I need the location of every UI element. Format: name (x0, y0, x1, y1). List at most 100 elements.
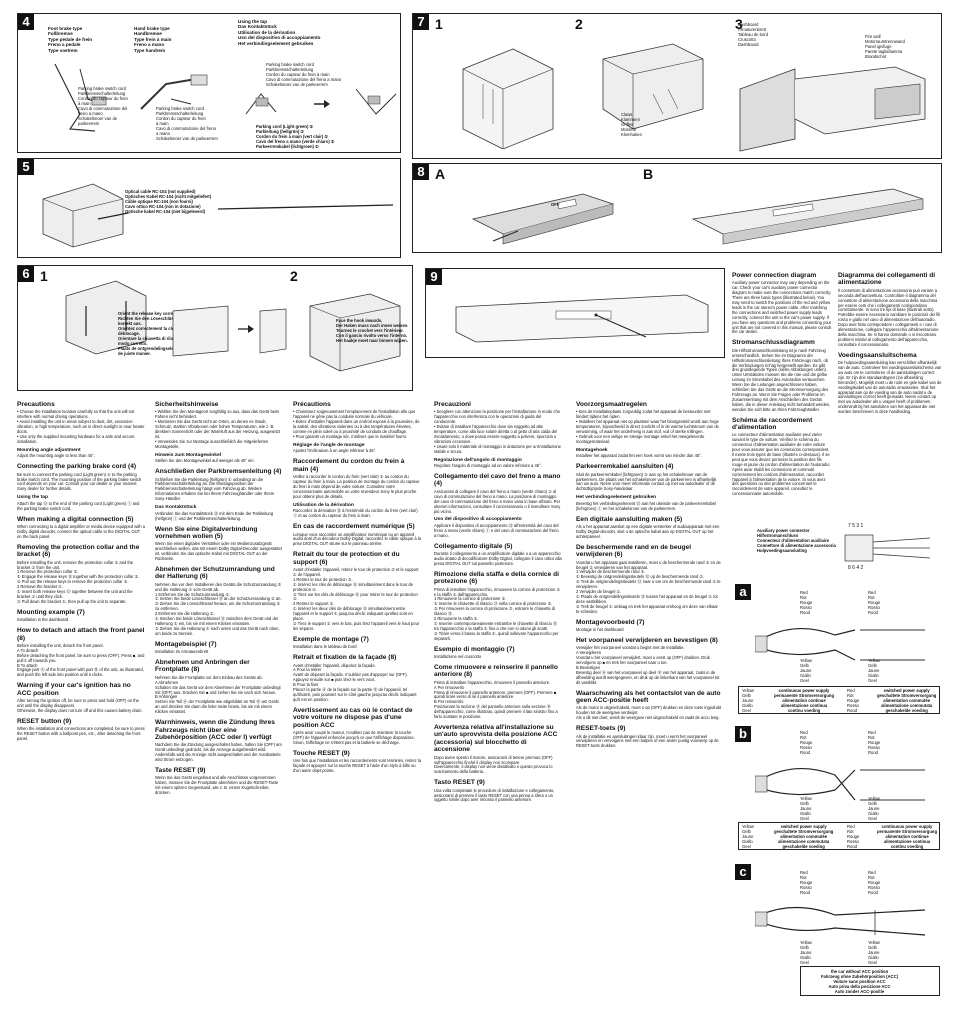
heading-angle: Hinweis zum Montagewinkel (155, 452, 222, 458)
heading-front: Come rimuovere e reinserire il pannello … (434, 663, 558, 679)
text-reset: Una volta completate le procedure di ins… (434, 787, 555, 803)
text-reset: Une fois que l'installation et les racco… (293, 758, 421, 773)
heading-digital: En cas de raccordement numérique (5) (293, 523, 415, 531)
switch-cord-foot-label: Parking brake switch cord Parkbremsschal… (78, 86, 128, 126)
diagram-a-label: a (735, 584, 751, 600)
heading-tap: Das Kontaktstück (155, 505, 197, 511)
heading-power-en: Power connection diagram (732, 272, 817, 279)
hand-brake-label: Hand brake type Handbremse Type frein à … (134, 26, 172, 53)
tap-label: Using the tap Das Kontaktstück Utilisati… (238, 19, 321, 46)
tap-illustration (245, 88, 397, 115)
column-italian: Precauzioni • Scegliere con attenzione l… (434, 397, 562, 1009)
heading-brake: Collegamento del cavo del freno a mano (… (434, 473, 561, 488)
optical-cable-label: Optical cable RC-104 (not supplied) Opti… (125, 189, 212, 214)
heading-reset: RESET-toets (9) (576, 725, 626, 733)
hook-inwards-label: Face the hook inwards. Der Haken muss na… (336, 318, 409, 343)
heading-removing: De beschermende rand en de beugel verwij… (576, 543, 692, 559)
panel-5-digital-connection: 5 Optical cable RC-104 (not supplied) Op… (17, 158, 401, 258)
power-text-right: Diagramma dei collegamenti di alimentazi… (838, 268, 942, 448)
heading-angle: Montagehoek (576, 447, 608, 453)
text-removing: Prima di installare l'apparecchio, rimuo… (434, 586, 561, 641)
diagram-b-label: b (735, 726, 751, 742)
a-red-right: Red Rot Rouge Rosso Rood (868, 590, 881, 615)
text-power-it: Il connettore di alimentazione accessori… (838, 287, 940, 347)
text-power-en: Auxiliary power connector may vary depen… (732, 280, 832, 335)
heading-front: Het voorpaneel verwijderen en bevestigen… (576, 636, 718, 644)
heading-mount: Montagebeispiel (7) (155, 640, 217, 648)
diagram-c-wires (755, 906, 926, 936)
heading-mount: Esempio di montaggio (7) (434, 645, 515, 653)
detach-illustration (471, 193, 615, 245)
text-brake: Veillez à raccorder le cordon du frein (… (293, 474, 420, 499)
text-brake: Be sure to connect the parking cord (Lig… (17, 471, 142, 492)
heading-warning: Warnhinweis, wenn die Zündung Ihres Fahr… (155, 719, 275, 741)
heading-precautions: Precauzioni (434, 401, 472, 408)
release-key-illustration (65, 280, 147, 355)
step-3: 3 (735, 16, 743, 32)
remove-steps-illustration (172, 305, 287, 357)
text-mount: Montage in het dashboard (576, 627, 624, 632)
text-digital: Durante il collegamento a un amplificato… (434, 551, 562, 566)
text-brake: Schließen Sie die Parkleitung (hellgrün)… (155, 476, 275, 502)
heading-reset: RESET button (9) (17, 717, 72, 725)
text-warning: Nachdem Sie die Zündung ausgeschaltet ha… (155, 742, 282, 763)
heading-angle: Réglage de l'angle de montage (293, 442, 365, 448)
heading-mount: Mounting example (7) (17, 608, 85, 616)
diagram-c-label: c (735, 864, 751, 880)
heading-precautions: Precautions (17, 401, 55, 408)
heading-warning: Waarschuwing als het contactslot van de … (576, 689, 721, 704)
b-table-red: Red Rot Rouge Rosso Rood (847, 824, 860, 849)
panel-9-reset: 9 (425, 268, 725, 358)
heading-warning: Avvertenza relativa all'installazione su… (434, 724, 558, 754)
dashboard-label: Dashboard Armaturenbrett Tableau de bord… (738, 22, 769, 47)
text-power-de: Die Hilfsstromanschlussleitung ist je na… (732, 347, 831, 412)
column-dutch: Voorzorgsmaatregelen • Kies de installat… (576, 397, 722, 1009)
heading-angle: Mounting angle adjustment (17, 447, 81, 453)
text-angle: Installeer het apparaat zodat het een ho… (576, 453, 702, 459)
column-german: Sicherheitshinweise • Wählen Sie den Mon… (155, 397, 283, 1009)
text-digital: When connecting to a digital amplifier o… (17, 524, 145, 539)
text-digital: Lorsque vous raccordez un amplificateur … (293, 531, 421, 547)
text-brake: Sluit de parkeerremkabel (lichtgroen) ① … (576, 471, 717, 492)
text-digital: Als u het apparaat aansluit op een digit… (576, 524, 720, 539)
switch-cord-hand-label: Parking brake switch cord Parkbremsschal… (156, 106, 218, 141)
a-red-left: Red Rot Rouge Rosso Rood (800, 590, 813, 615)
foot-brake-illustration (54, 63, 107, 132)
heading-power-fr: Schéma de raccordement d'alimentation (732, 416, 813, 431)
panel-4-parking-brake: 4 Foot brake type Fußbremse Type pédale … (17, 13, 401, 153)
text-power-nl: De hulpvoedingsaansluiting kan verschill… (838, 360, 942, 415)
hand-brake-illustration (140, 74, 208, 110)
diagram-b-wires (755, 767, 925, 801)
b-table-switched: switched power supply geschaltete Stromv… (774, 824, 834, 849)
text-front: Verwijder het voorpaneel voordat u begin… (576, 645, 720, 685)
b-table-continuous: continuous power supply permanente Strom… (877, 824, 938, 849)
text-removing: Before installing the unit, remove the p… (17, 559, 140, 604)
text-tap: Applicare il dispositivo di accoppiament… (434, 523, 559, 538)
reset-button-illustration (455, 294, 709, 343)
text-warning: After turning the ignition off, be sure … (17, 698, 143, 713)
text-reset: When the installation and connections ar… (17, 726, 145, 741)
column-french: Précautions • Choisissez soigneusement l… (293, 397, 421, 1009)
panel-6-remove-collar: 6 1 2 Orient the release key correctly. … (17, 265, 413, 391)
text-mount: Installation dans le tableau de bord (293, 644, 357, 650)
heading-removing: Rimozione della staffa e della cornice d… (434, 570, 559, 586)
heading-precautions: Sicherheitshinweise (155, 401, 219, 408)
light-green-cord-label: Parking cord (Light green) ① Parkleitung… (256, 124, 335, 149)
b-red-right: Red Rot Rouge Rosso Rood (868, 730, 881, 755)
heading-tap: Uso del dispositivo di accoppiamento (434, 517, 522, 523)
power-text-left: Power connection diagram Auxiliary power… (732, 268, 832, 518)
text-angle: Regolare l'angolo di montaggio ad un val… (434, 463, 542, 469)
text-front: Prima di installare l'apparecchio, rimuo… (434, 679, 558, 720)
heading-front: Retrait et fixation de la façade (8) (293, 654, 397, 662)
panel-number: 7 (413, 14, 429, 30)
b-yellow-right: Yellow Gelb Jaune Giallo Geel (868, 796, 880, 821)
text-removing: Nehmen Sie vor dem Installieren des Gerä… (155, 581, 282, 636)
heading-precautions: Précautions (293, 401, 331, 408)
off-key-label: OFF (551, 202, 560, 207)
heading-removing: Removing the protection collar and the b… (17, 543, 140, 559)
text-precautions: • Kies de installatieplaats zorgvuldig z… (576, 409, 719, 444)
text-warning: Als de motor is uitgeschakeld, moet u op… (576, 705, 722, 721)
step-a: A (435, 166, 446, 182)
heading-brake: Anschließen der Parkbremsenleitung (4) (155, 468, 282, 476)
c-yellow-left: Yellow Gelb Jaune Giallo Geel (800, 940, 812, 965)
